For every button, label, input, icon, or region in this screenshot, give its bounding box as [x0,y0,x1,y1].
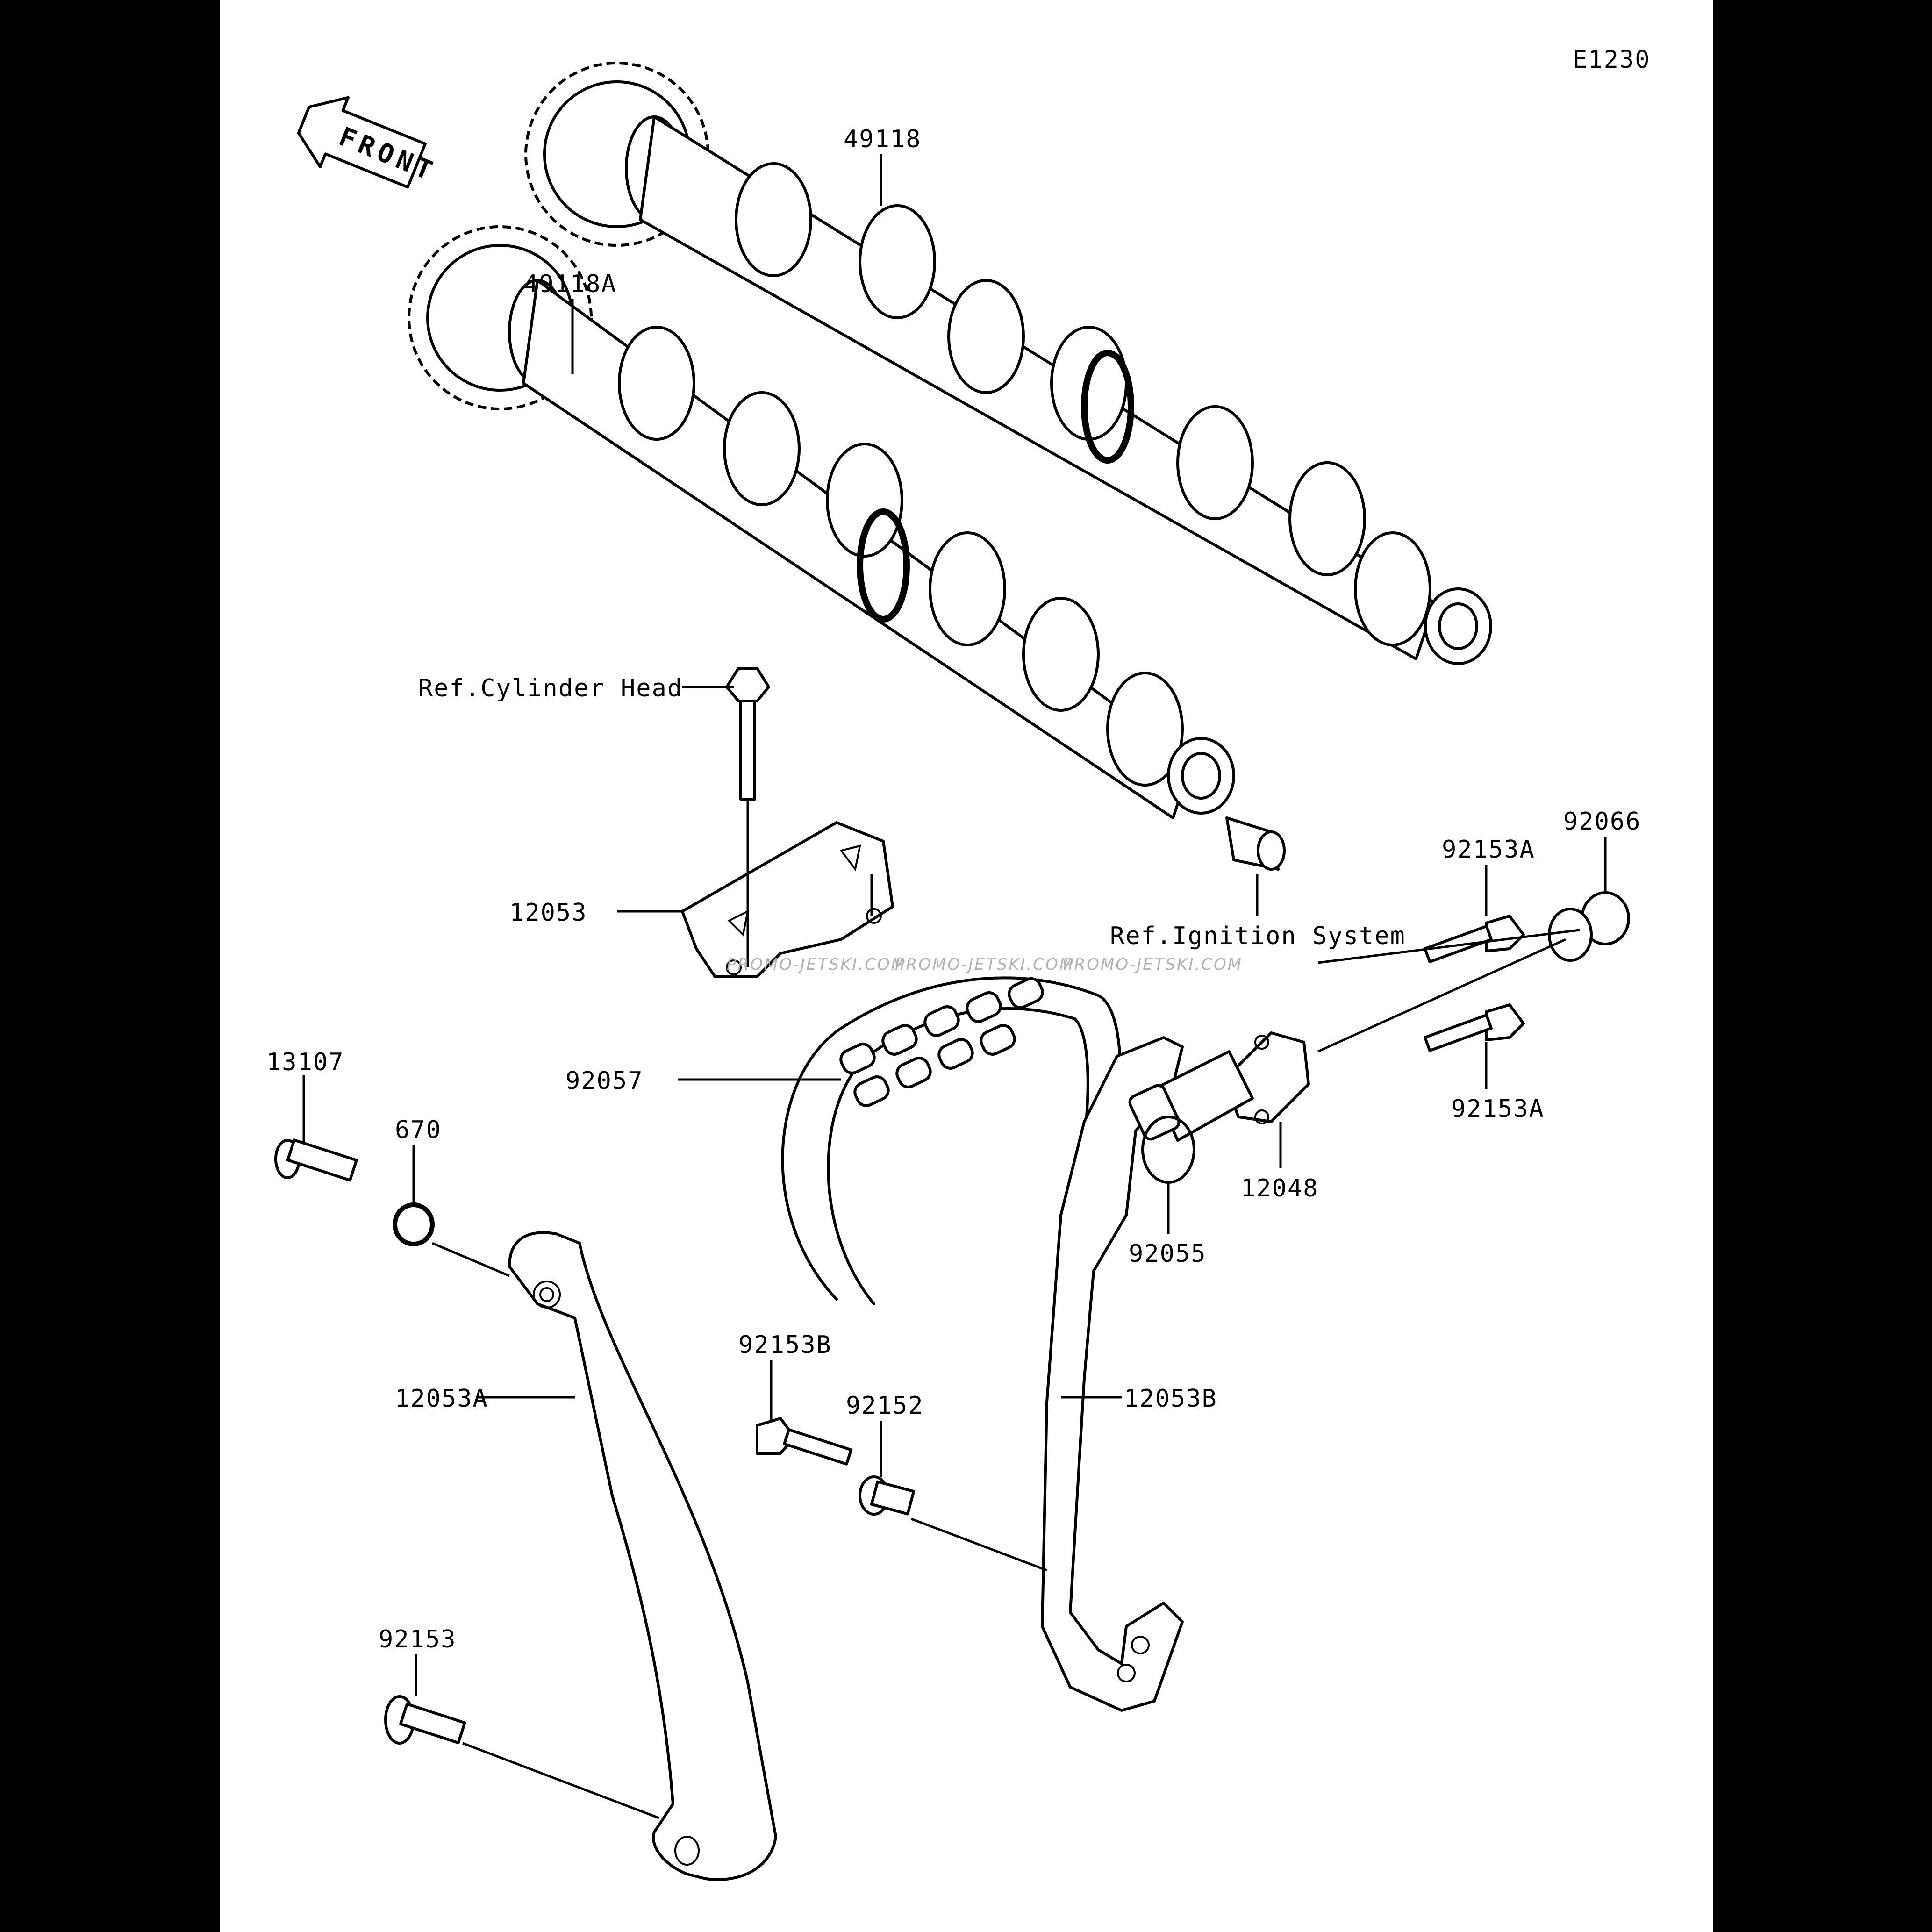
callout-92057: 92057 [565,1067,644,1095]
diagram-code: E1230 [1573,46,1651,74]
pivot-bolt-92153[interactable] [384,1695,466,1745]
callout-12053a: 12053A [395,1385,488,1413]
camshaft-chain-diagram: E1230 FRONT [266,46,1651,1881]
chain-guide-12053[interactable] [681,821,894,978]
callout-ref-ignition-system: Ref.Ignition System [1110,922,1406,950]
collar-92152[interactable] [859,1475,916,1516]
callout-92153a-bottom: 92153A [1451,1095,1545,1123]
callout-12053: 12053 [509,899,587,927]
callout-13107: 13107 [266,1048,344,1076]
diagram-sheet: E1230 FRONT [220,0,1713,1932]
o-ring-670[interactable] [393,1202,435,1246]
front-arrow-icon: FRONT [297,96,441,189]
ignition-rotor[interactable] [1225,816,1286,871]
callout-49118: 49118 [844,125,922,153]
watermark-2: PROMO-JETSKI.COM [895,955,1074,974]
chain-guide-12053a[interactable] [508,1231,777,1881]
leader-lines [302,154,1607,1819]
chain-guide-12053b[interactable] [1041,1036,1184,1712]
callout-92055: 92055 [1129,1240,1207,1268]
bolt-cylinder-head[interactable] [725,667,770,801]
cap-bolt-92066[interactable] [1548,891,1630,962]
callout-49118a: 49118A [523,270,617,298]
callout-12053b: 12053B [1124,1385,1217,1413]
camshaft-49118a[interactable] [408,225,1235,819]
callout-92153b: 92153B [738,1331,832,1359]
callout-92152: 92152 [846,1392,924,1420]
camshaft-49118[interactable] [524,62,1492,665]
chain-links [839,977,1044,1107]
bolt-92153b[interactable] [756,1417,853,1466]
watermark-1: PROMO-JETSKI.COM [727,955,906,974]
callout-92153: 92153 [379,1625,457,1653]
callout-670: 670 [395,1116,442,1144]
pivot-bolt-13107[interactable] [274,1138,358,1182]
watermark-3: PROMO-JETSKI.COM [1063,955,1243,974]
callout-92066: 92066 [1563,808,1641,836]
callout-ref-cylinder-head: Ref.Cylinder Head [418,674,683,702]
callout-92153a-top: 92153A [1442,836,1535,864]
callout-12048: 12048 [1241,1174,1319,1202]
bolt-92153a-bottom[interactable] [1424,1003,1525,1052]
